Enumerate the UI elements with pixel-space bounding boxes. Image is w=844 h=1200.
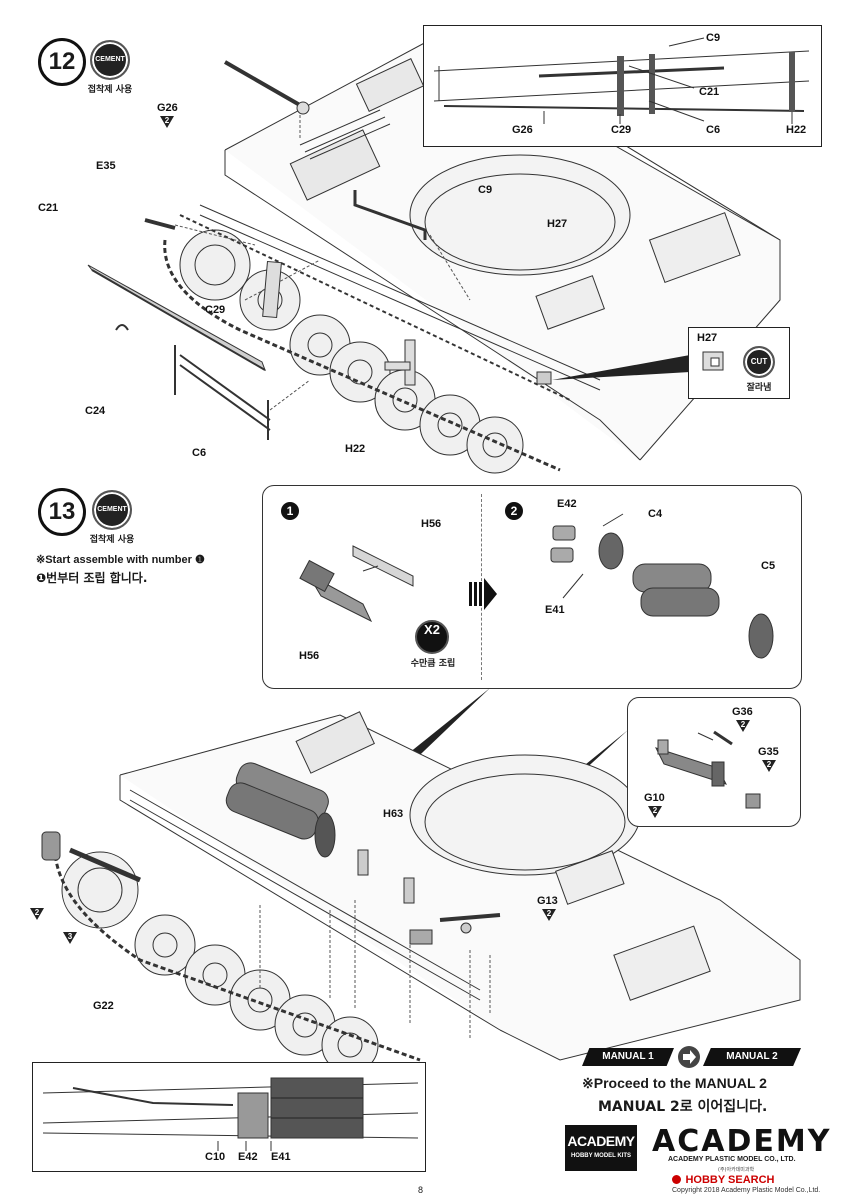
- cut-inset: H27 CUT 잘라냄: [688, 327, 790, 399]
- proceed-note-ko: MANUAL 2로 이어집니다.: [598, 1099, 768, 1115]
- substep-1-number: 1: [281, 502, 299, 520]
- inset-label-h22: H22: [786, 124, 807, 136]
- label-h27: H27: [547, 218, 568, 230]
- times-badge: X2: [415, 620, 449, 654]
- manual-arrow-glyph: [683, 1050, 696, 1064]
- substep-box: 1 H56 H56 X2 수만큼 조립 2 E42 E41 C4 C5: [262, 485, 802, 689]
- substep-2-e42: E42: [557, 498, 577, 510]
- bottom-inset-drawing: [42, 1077, 419, 1151]
- assembly-note-ko: ❶번부터 조립 합니다.: [36, 571, 148, 585]
- label-h63: H63: [383, 808, 404, 820]
- small-inset-g35: G35: [758, 746, 779, 758]
- label-c29: C29: [205, 304, 226, 316]
- cement-caption: 접착제 사용: [87, 85, 133, 95]
- inset-label-c6: C6: [706, 124, 721, 136]
- bottom-inset-c10: C10: [205, 1151, 226, 1163]
- times-caption: 수만큼 조립: [410, 659, 456, 669]
- small-inset-drawing: [655, 730, 761, 809]
- qty-triangle-g13: 2: [542, 909, 556, 921]
- qty-triangle-left-2: 2: [30, 908, 44, 920]
- qty-triangle-left-3: 3: [63, 932, 77, 944]
- substep-2-e41: E41: [545, 604, 565, 616]
- substep-2-number: 2: [505, 502, 523, 520]
- substep-2-drawing: [550, 513, 774, 659]
- manual-2-tab: MANUAL 2: [703, 1048, 801, 1066]
- step-13-number: 13: [38, 488, 86, 536]
- cement-caption-13: 접착제 사용: [89, 535, 135, 545]
- academy-logo: ACADEMY: [652, 1124, 832, 1159]
- qty-triangle-g36: 2: [736, 720, 750, 732]
- inset-rail-drawing: [433, 37, 810, 124]
- cement-icon-13: CEMENT: [92, 490, 132, 530]
- watermark-logo-icon: [672, 1175, 681, 1185]
- manual-1-tab: MANUAL 1: [582, 1048, 674, 1066]
- substep-1-part-a: H56: [421, 518, 442, 530]
- label-h22: H22: [345, 443, 366, 455]
- inset-label-g26: G26: [512, 124, 533, 136]
- academy-company-ko: (주)아카데미과학: [718, 1167, 755, 1173]
- substep-1-drawing: [299, 545, 414, 623]
- small-inset-g36: G36: [732, 706, 753, 718]
- substep-arrow-icon: [469, 578, 497, 610]
- academy-badge-sub: HOBBY MODEL KITS: [570, 1153, 632, 1159]
- qty-triangle-g26: 2: [160, 116, 174, 128]
- cut-inset-part: H27: [697, 332, 718, 344]
- label-g22: G22: [93, 1000, 114, 1012]
- inset-label-c21: C21: [699, 86, 720, 98]
- step-12-detail-inset: C9 C21 G26 C29 C6 H22: [423, 25, 822, 147]
- page-number: 8: [418, 1185, 424, 1195]
- inset-label-c9: C9: [706, 32, 721, 44]
- qty-triangle-g10: 2: [648, 806, 662, 818]
- substep-1-part-b: H56: [299, 650, 320, 662]
- manual-arrow-icon: [678, 1046, 700, 1068]
- small-inset-g10: G10: [644, 792, 665, 804]
- qty-g10: 2: [652, 806, 658, 815]
- step-13-small-inset: G36 2 G35 2 G10 2: [627, 697, 801, 827]
- qty-triangle-g35: 2: [762, 760, 776, 772]
- academy-badge-title: ACADEMY: [567, 1133, 635, 1149]
- cut-caption: 잘라냄: [746, 383, 772, 393]
- label-c9: C9: [478, 184, 493, 196]
- assembly-note-en: ※Start assemble with number ❶: [36, 554, 205, 566]
- watermark: HOBBY SEARCH: [672, 1171, 774, 1189]
- label-c6: C6: [192, 447, 207, 459]
- qty-left-2: 2: [34, 908, 40, 917]
- academy-badge: ACADEMY HOBBY MODEL KITS: [565, 1125, 637, 1171]
- label-g13: G13: [537, 895, 558, 907]
- academy-company: ACADEMY PLASTIC MODEL CO., LTD.: [668, 1156, 796, 1163]
- watermark-text: HOBBY SEARCH: [685, 1173, 775, 1186]
- inset-label-c29: C29: [611, 124, 632, 136]
- step-12-tank-drawing: [87, 39, 781, 474]
- bottom-inset-e41: E41: [271, 1151, 291, 1163]
- label-g26: G26: [157, 102, 178, 114]
- step-12-number: 12: [38, 38, 86, 86]
- qty-g26: 2: [164, 116, 170, 125]
- substep-2-c4: C4: [648, 508, 663, 520]
- bottom-inset-e42: E42: [238, 1151, 258, 1163]
- qty-left-3: 3: [67, 932, 73, 941]
- cement-icon: CEMENT: [90, 40, 130, 80]
- cut-part-drawing: [702, 351, 724, 371]
- substep-2-c5: C5: [761, 560, 776, 572]
- proceed-note-en: ※Proceed to the MANUAL 2: [582, 1075, 767, 1091]
- label-c21: C21: [38, 202, 59, 214]
- qty-g36: 2: [740, 720, 746, 729]
- cut-icon: CUT: [743, 346, 775, 378]
- step-13-bottom-inset: C10 E42 E41: [32, 1062, 426, 1172]
- qty-g35: 2: [766, 760, 772, 769]
- copyright: Copyright 2018 Academy Plastic Model Co.…: [672, 1187, 821, 1194]
- label-c24: C24: [85, 405, 106, 417]
- qty-g13: 2: [546, 909, 552, 918]
- label-e35: E35: [96, 160, 116, 172]
